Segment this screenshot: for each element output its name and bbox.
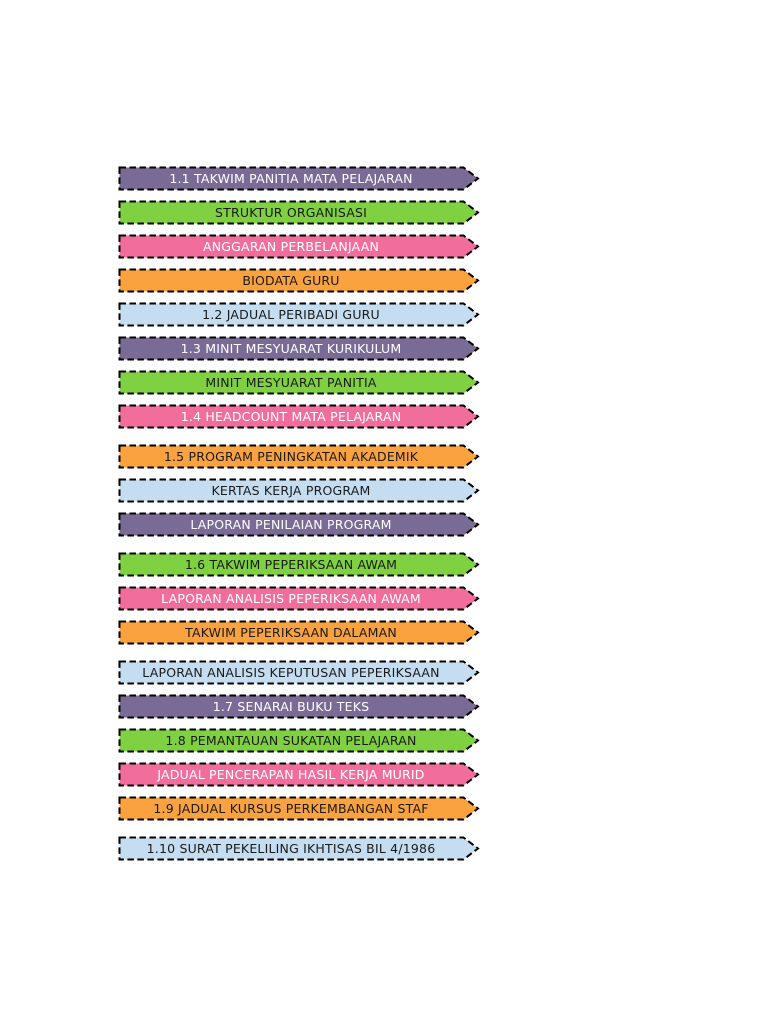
arrow-ribbon-icon	[118, 166, 480, 191]
banner-label: BIODATA GURU	[242, 273, 340, 288]
banner-label: 1.8 PEMANTAUAN SUKATAN PELAJARAN	[165, 733, 417, 748]
arrow-ribbon-icon	[118, 200, 480, 225]
banner-arrow: LAPORAN ANALISIS KEPUTUSAN PEPERIKSAAN	[118, 660, 480, 685]
arrow-ribbon-icon	[118, 796, 480, 821]
banner-arrow: 1.6 TAKWIM PEPERIKSAAN AWAM	[118, 552, 480, 577]
banner-arrow: 1.1 TAKWIM PANITIA MATA PELAJARAN	[118, 166, 480, 191]
banner-arrow: STRUKTUR ORGANISASI	[118, 200, 480, 225]
banner-arrow: 1.3 MINIT MESYUARAT KURIKULUM	[118, 336, 480, 361]
banner-label: 1.9 JADUAL KURSUS PERKEMBANGAN STAF	[153, 801, 429, 816]
banner-label: 1.1 TAKWIM PANITIA MATA PELAJARAN	[169, 171, 413, 186]
banner-label: 1.6 TAKWIM PEPERIKSAAN AWAM	[184, 557, 398, 572]
arrow-ribbon-icon	[118, 478, 480, 503]
banner-arrow: ANGGARAN PERBELANJAAN	[118, 234, 480, 259]
banner-label: 1.7 SENARAI BUKU TEKS	[212, 699, 370, 714]
banner-label: LAPORAN ANALISIS PEPERIKSAAN AWAM	[161, 591, 421, 606]
banner-arrow: 1.9 JADUAL KURSUS PERKEMBANGAN STAF	[118, 796, 480, 821]
banner-arrow: 1.8 PEMANTAUAN SUKATAN PELAJARAN	[118, 728, 480, 753]
arrow-ribbon-icon	[118, 694, 480, 719]
arrow-ribbon-icon	[118, 728, 480, 753]
arrow-ribbon-icon	[118, 620, 480, 645]
arrow-ribbon-icon	[118, 444, 480, 469]
banner-label: ANGGARAN PERBELANJAAN	[202, 239, 380, 254]
arrow-ribbon-icon	[118, 370, 480, 395]
banner-label: MINIT MESYUARAT PANITIA	[205, 375, 377, 390]
banner-arrow: LAPORAN ANALISIS PEPERIKSAAN AWAM	[118, 586, 480, 611]
banner-arrow: BIODATA GURU	[118, 268, 480, 293]
banner-arrow: 1.7 SENARAI BUKU TEKS	[118, 694, 480, 719]
arrow-ribbon-icon	[118, 234, 480, 259]
banner-arrow: 1.5 PROGRAM PENINGKATAN AKADEMIK	[118, 444, 480, 469]
banner-stack: 1.1 TAKWIM PANITIA MATA PELAJARAN STRUKT…	[118, 166, 480, 861]
arrow-ribbon-icon	[118, 660, 480, 685]
banner-arrow: 1.2 JADUAL PERIBADI GURU	[118, 302, 480, 327]
banner-arrow: KERTAS KERJA PROGRAM	[118, 478, 480, 503]
arrow-ribbon-icon	[118, 552, 480, 577]
banner-label: LAPORAN ANALISIS KEPUTUSAN PEPERIKSAAN	[142, 665, 440, 680]
arrow-ribbon-icon	[118, 268, 480, 293]
banner-arrow: MINIT MESYUARAT PANITIA	[118, 370, 480, 395]
banner-arrow: LAPORAN PENILAIAN PROGRAM	[118, 512, 480, 537]
banner-arrow: JADUAL PENCERAPAN HASIL KERJA MURID	[118, 762, 480, 787]
banner-label: 1.2 JADUAL PERIBADI GURU	[202, 307, 380, 322]
banner-label: KERTAS KERJA PROGRAM	[211, 483, 371, 498]
banner-arrow: 1.4 HEADCOUNT MATA PELAJARAN	[118, 404, 480, 429]
banner-label: 1.4 HEADCOUNT MATA PELAJARAN	[180, 409, 402, 424]
arrow-ribbon-icon	[118, 512, 480, 537]
banner-label: JADUAL PENCERAPAN HASIL KERJA MURID	[157, 767, 425, 782]
banner-label: LAPORAN PENILAIAN PROGRAM	[190, 517, 392, 532]
arrow-ribbon-icon	[118, 762, 480, 787]
arrow-ribbon-icon	[118, 404, 480, 429]
banner-arrow: TAKWIM PEPERIKSAAN DALAMAN	[118, 620, 480, 645]
banner-label: STRUKTUR ORGANISASI	[214, 205, 367, 220]
banner-label: 1.10 SURAT PEKELILING IKHTISAS BIL 4/198…	[146, 841, 436, 856]
banner-label: 1.3 MINIT MESYUARAT KURIKULUM	[180, 341, 402, 356]
arrow-ribbon-icon	[118, 586, 480, 611]
banner-arrow: 1.10 SURAT PEKELILING IKHTISAS BIL 4/198…	[118, 836, 480, 861]
arrow-ribbon-icon	[118, 836, 480, 861]
arrow-ribbon-icon	[118, 336, 480, 361]
banner-label: 1.5 PROGRAM PENINGKATAN AKADEMIK	[163, 449, 419, 464]
banner-label: TAKWIM PEPERIKSAAN DALAMAN	[185, 625, 397, 640]
arrow-ribbon-icon	[118, 302, 480, 327]
